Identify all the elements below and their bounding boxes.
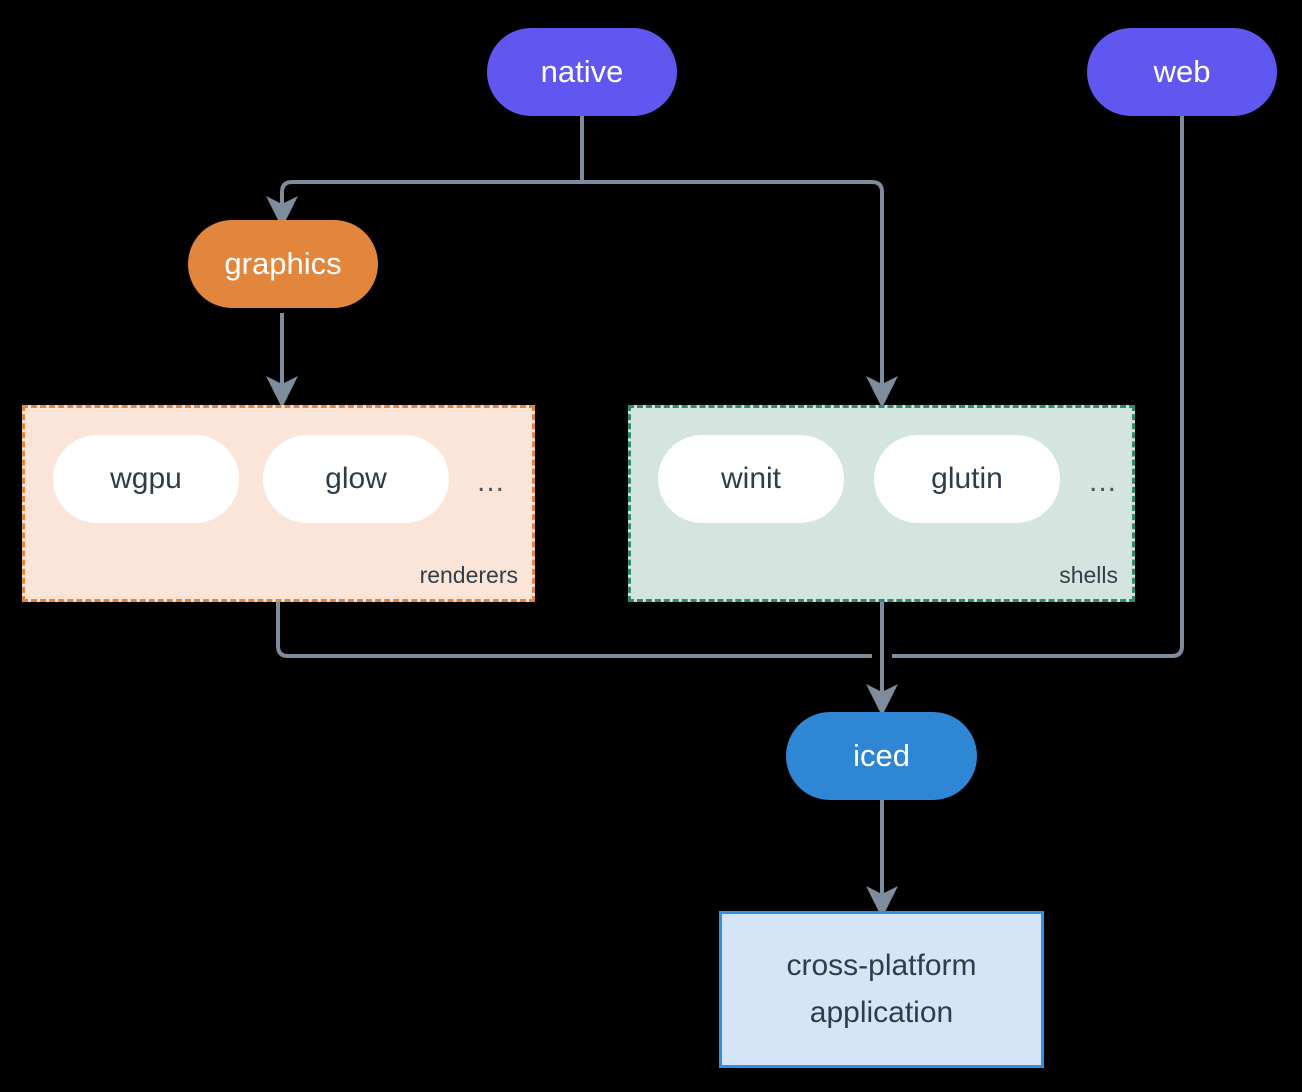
- group-renderers-label: renderers: [419, 562, 518, 588]
- node-graphics-label: graphics: [224, 245, 342, 281]
- leaf-wgpu[interactable]: wgpu: [53, 435, 239, 523]
- edge-native-to-graphics: [266, 180, 582, 228]
- edge-renderers-to-iced: [276, 602, 872, 658]
- node-graphics[interactable]: graphics: [188, 220, 378, 308]
- group-shells-label: shells: [1059, 562, 1118, 588]
- group-shells: winit glutin ... shells: [628, 405, 1135, 602]
- leaf-glutin-label: glutin: [931, 462, 1003, 495]
- node-web[interactable]: web: [1087, 28, 1277, 116]
- leaf-glutin[interactable]: glutin: [874, 435, 1060, 523]
- leaf-winit-label: winit: [720, 462, 781, 495]
- node-iced[interactable]: iced: [786, 712, 977, 800]
- node-native-label: native: [540, 53, 624, 89]
- application-line-2: application: [809, 995, 954, 1029]
- node-application[interactable]: cross-platform application: [719, 911, 1044, 1068]
- shells-more-ellipsis: ...: [1089, 465, 1118, 498]
- node-native[interactable]: native: [487, 28, 677, 116]
- node-web-label: web: [1153, 53, 1211, 89]
- leaf-winit[interactable]: winit: [658, 435, 844, 523]
- renderers-more-ellipsis: ...: [477, 465, 506, 498]
- group-renderers: wgpu glow ... renderers: [22, 405, 535, 602]
- leaf-glow[interactable]: glow: [263, 435, 449, 523]
- node-iced-label: iced: [853, 737, 910, 773]
- application-line-1: cross-platform: [786, 949, 977, 982]
- leaf-wgpu-label: wgpu: [110, 462, 182, 495]
- leaf-glow-label: glow: [325, 462, 387, 495]
- edge-native-to-shells: [582, 180, 898, 408]
